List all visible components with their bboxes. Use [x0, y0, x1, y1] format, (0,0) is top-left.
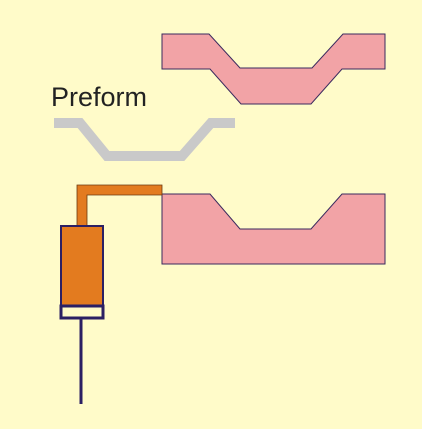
plunger-cylinder [60, 225, 104, 307]
preform-sheet [54, 118, 235, 161]
lower-mold [161, 193, 386, 265]
preform-label: Preform [51, 82, 147, 112]
upper-mold [161, 33, 386, 105]
plunger-base [59, 304, 105, 320]
